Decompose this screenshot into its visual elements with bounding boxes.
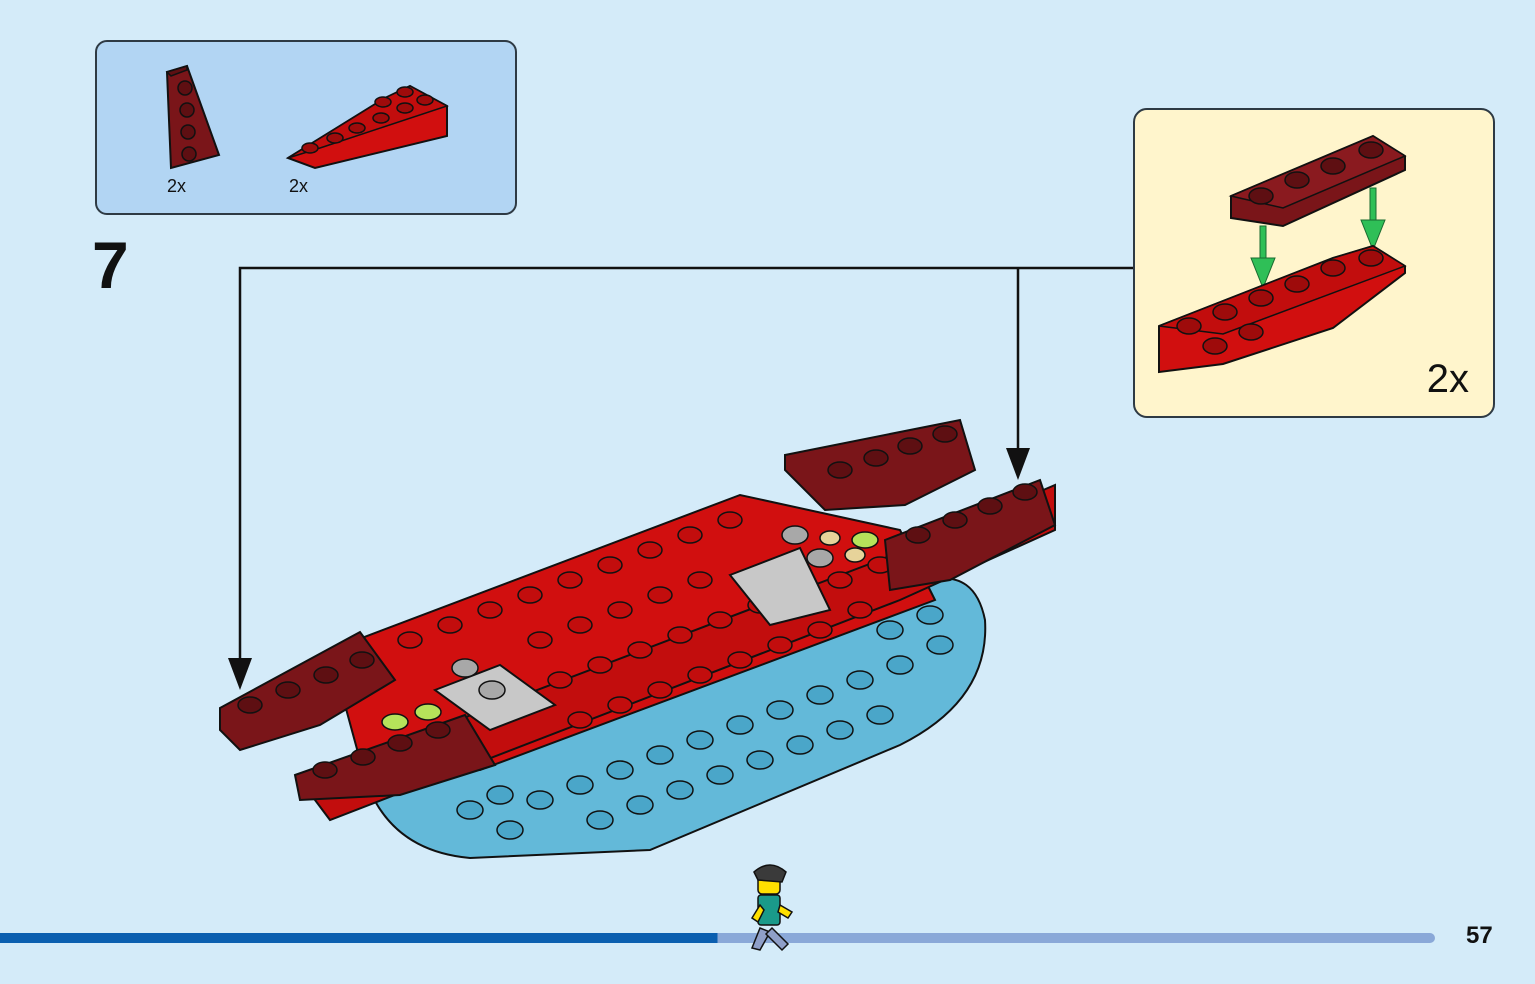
subassembly-illustration: [1158, 134, 1407, 374]
dark-red-wing-plate-icon: [165, 64, 221, 170]
arrow-down-left-icon: [228, 658, 252, 690]
dark-red-wings: [219, 418, 1057, 802]
parts-list-illustration: [165, 64, 449, 170]
red-wedge-plate-icon: [285, 84, 449, 170]
red-hull: [298, 483, 1056, 822]
blue-base-plate: [358, 577, 987, 860]
page-number: 57: [1466, 922, 1493, 949]
part-quantity-wedge: 2x: [289, 176, 309, 196]
progress-bar: [0, 933, 1435, 943]
assembly-pointer-lines: [238, 266, 1133, 670]
subassembly-dark-red-plate: [1228, 134, 1407, 228]
step-number: 7: [92, 228, 129, 302]
walking-minifigure-icon: [750, 864, 794, 952]
subassembly-multiplier: 2x: [1426, 357, 1469, 401]
green-arrow-icon: [1250, 187, 1386, 290]
part-quantity-wing: 2x: [167, 176, 187, 196]
arrow-down-right-icon: [1006, 448, 1030, 480]
progress-fill: [0, 933, 718, 943]
subassembly-callout: 2x: [1133, 108, 1495, 418]
parts-list-box: 2x 2x: [95, 40, 517, 215]
subassembly-red-wedge: [1158, 244, 1407, 374]
